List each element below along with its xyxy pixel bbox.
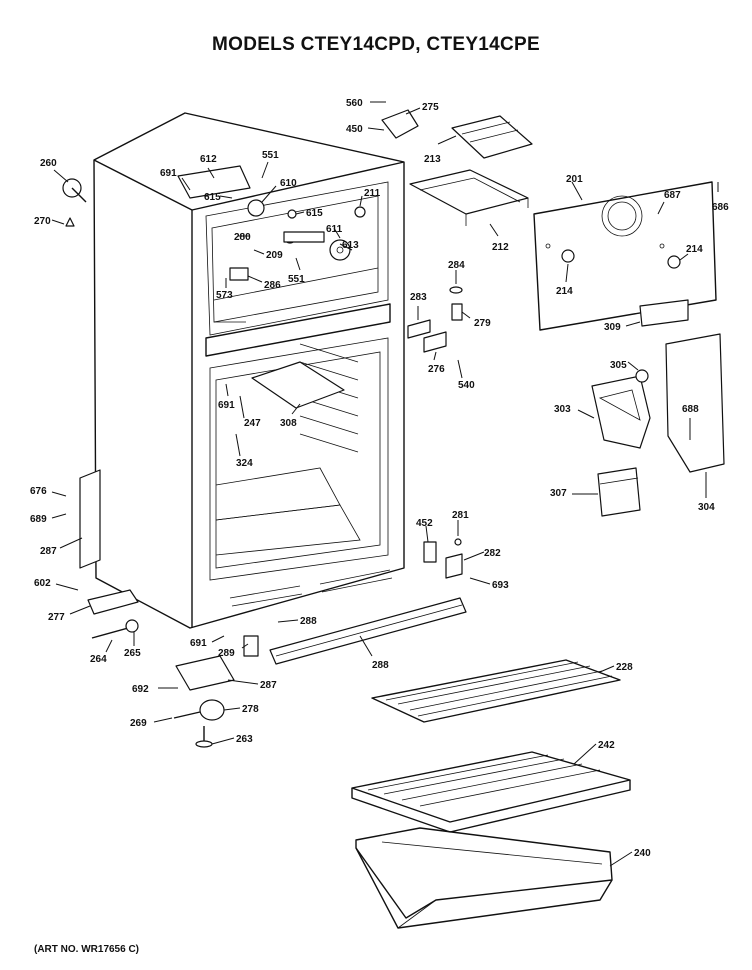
part-label-450: 450 [346,124,363,135]
part-label-689: 689 [30,514,47,525]
part-label-214-right: 214 [686,244,703,255]
part-label-308: 308 [280,418,297,429]
part-label-287-bottom: 287 [260,680,277,691]
part-label-279: 279 [474,318,491,329]
part-label-263: 263 [236,734,253,745]
control-parts [407,286,463,579]
hinge-parts [62,178,139,615]
part-label-615-right: 615 [306,208,323,219]
part-label-309: 309 [604,322,621,333]
part-label-304: 304 [698,502,715,513]
part-label-692: 692 [132,684,149,695]
part-label-269: 269 [130,718,147,729]
lower-parts [91,597,467,748]
part-label-280: 280 [234,232,251,243]
part-label-282: 282 [484,548,501,559]
part-label-540: 540 [458,380,475,391]
part-label-324: 324 [236,458,253,469]
part-label-228: 228 [616,662,633,673]
part-label-284: 284 [448,260,465,271]
part-label-211: 211 [364,188,381,199]
part-label-307: 307 [550,488,567,499]
part-label-270: 270 [34,216,51,227]
part-label-212: 212 [492,242,509,253]
part-label-209: 209 [266,250,283,261]
part-label-264: 264 [90,654,107,665]
part-label-214-left: 214 [556,286,573,297]
part-label-691-bottom: 691 [190,638,207,649]
diagram-title: MODELS CTEY14CPD, CTEY14CPE [211,34,540,55]
crisper-pan [355,827,613,929]
part-label-260: 260 [40,158,57,169]
top-brackets [177,109,533,226]
part-label-242: 242 [598,740,615,751]
part-label-283: 283 [410,292,427,303]
part-label-247: 247 [244,418,261,429]
back-panel [533,181,717,331]
part-label-288-bottom: 288 [372,660,389,671]
part-label-560: 560 [346,98,363,109]
part-label-277: 277 [48,612,65,623]
part-label-691-mid: 691 [218,400,235,411]
part-label-452: 452 [416,518,433,529]
part-label-610: 610 [280,178,297,189]
part-label-613: 613 [342,240,359,251]
part-label-687: 687 [664,190,681,201]
part-label-213: 213 [424,154,441,165]
part-label-551-bottom: 551 [288,274,305,285]
refrigerator-cabinet [93,112,405,629]
part-label-615-left: 615 [204,192,221,203]
part-label-612: 612 [200,154,217,165]
glass-shelf [351,751,631,833]
part-label-686: 686 [712,202,729,213]
dispenser-modules [591,333,725,517]
part-label-281: 281 [452,510,469,521]
part-label-275: 275 [422,102,439,113]
art-number: (ART NO. WR17656 C) [34,944,140,955]
part-label-551-top: 551 [262,150,279,161]
part-label-288-top: 288 [300,616,317,627]
leader-lines [51,101,719,867]
part-labels: 560 275 450 213 260 270 612 691 615 551 … [30,98,729,859]
part-label-278: 278 [242,704,259,715]
part-label-265: 265 [124,648,141,659]
part-label-611: 611 [326,224,343,235]
part-label-693: 693 [492,580,509,591]
part-label-286: 286 [264,280,281,291]
part-label-240: 240 [634,848,651,859]
part-label-573: 573 [216,290,233,301]
part-label-305: 305 [610,360,627,371]
part-label-688: 688 [682,404,699,415]
part-label-676: 676 [30,486,47,497]
part-label-691-top: 691 [160,168,177,179]
part-label-602: 602 [34,578,51,589]
part-label-287-left: 287 [40,546,57,557]
part-label-289: 289 [218,648,235,659]
part-label-201: 201 [566,174,583,185]
wire-shelf [371,659,621,723]
part-label-276: 276 [428,364,445,375]
part-label-303: 303 [554,404,571,415]
